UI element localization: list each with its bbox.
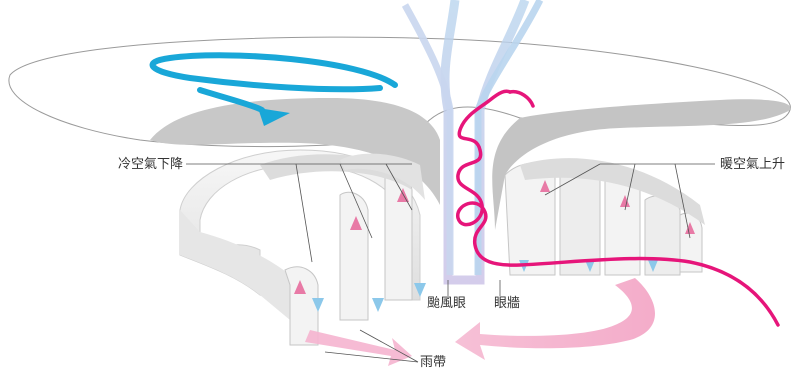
inflow-spiral xyxy=(456,89,780,327)
label-typhoon-eye: 颱風眼 xyxy=(427,296,467,311)
top-cloud-disk xyxy=(8,36,791,230)
label-eye-wall: 眼牆 xyxy=(494,296,521,311)
right-rain-band xyxy=(504,158,705,276)
downdraft-arrows xyxy=(312,190,658,312)
surface-inflow-arrows xyxy=(305,278,655,366)
label-cold-air-sinking: 冷空氣下降 xyxy=(118,157,184,172)
label-warm-air-rising: 暖空氣上升 xyxy=(720,157,786,172)
left-rain-band xyxy=(179,149,425,346)
label-rain-band: 雨帶 xyxy=(420,355,447,370)
outflow-arrow xyxy=(149,52,398,126)
leader-lines xyxy=(186,163,715,363)
